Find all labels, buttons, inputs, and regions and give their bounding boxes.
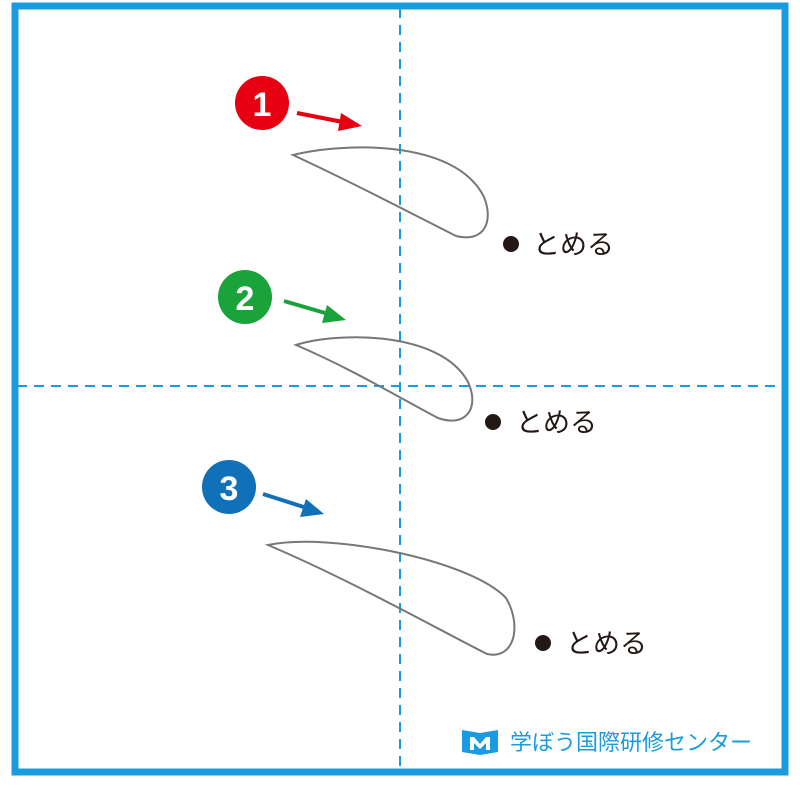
stroke-3-outline	[264, 540, 516, 656]
step-3-arrow-icon	[262, 492, 324, 517]
step-1-badge	[235, 76, 289, 130]
step-1-number: 1	[253, 86, 272, 124]
step-1-arrow-icon	[296, 111, 362, 131]
frame-border	[11, 2, 789, 776]
step-2-badge	[218, 270, 272, 324]
stroke-2-outline	[293, 336, 474, 422]
stroke-1-outline	[290, 146, 489, 239]
step-3-badge	[202, 460, 256, 514]
step-3-number: 3	[220, 470, 239, 508]
step-2-number: 2	[236, 280, 255, 318]
stroke-2-end-dot	[485, 414, 501, 430]
stroke-1-label: とめる	[533, 230, 614, 261]
stroke-1-end-dot	[503, 236, 519, 252]
step-2-arrow-icon	[283, 299, 346, 323]
stroke-3-end-dot	[535, 635, 551, 651]
stroke-2-label: とめる	[516, 408, 597, 439]
open-book-icon	[462, 730, 498, 755]
logo-text: 学ぼう国際研修センター	[510, 731, 752, 756]
stroke-3-label: とめる	[566, 629, 647, 660]
